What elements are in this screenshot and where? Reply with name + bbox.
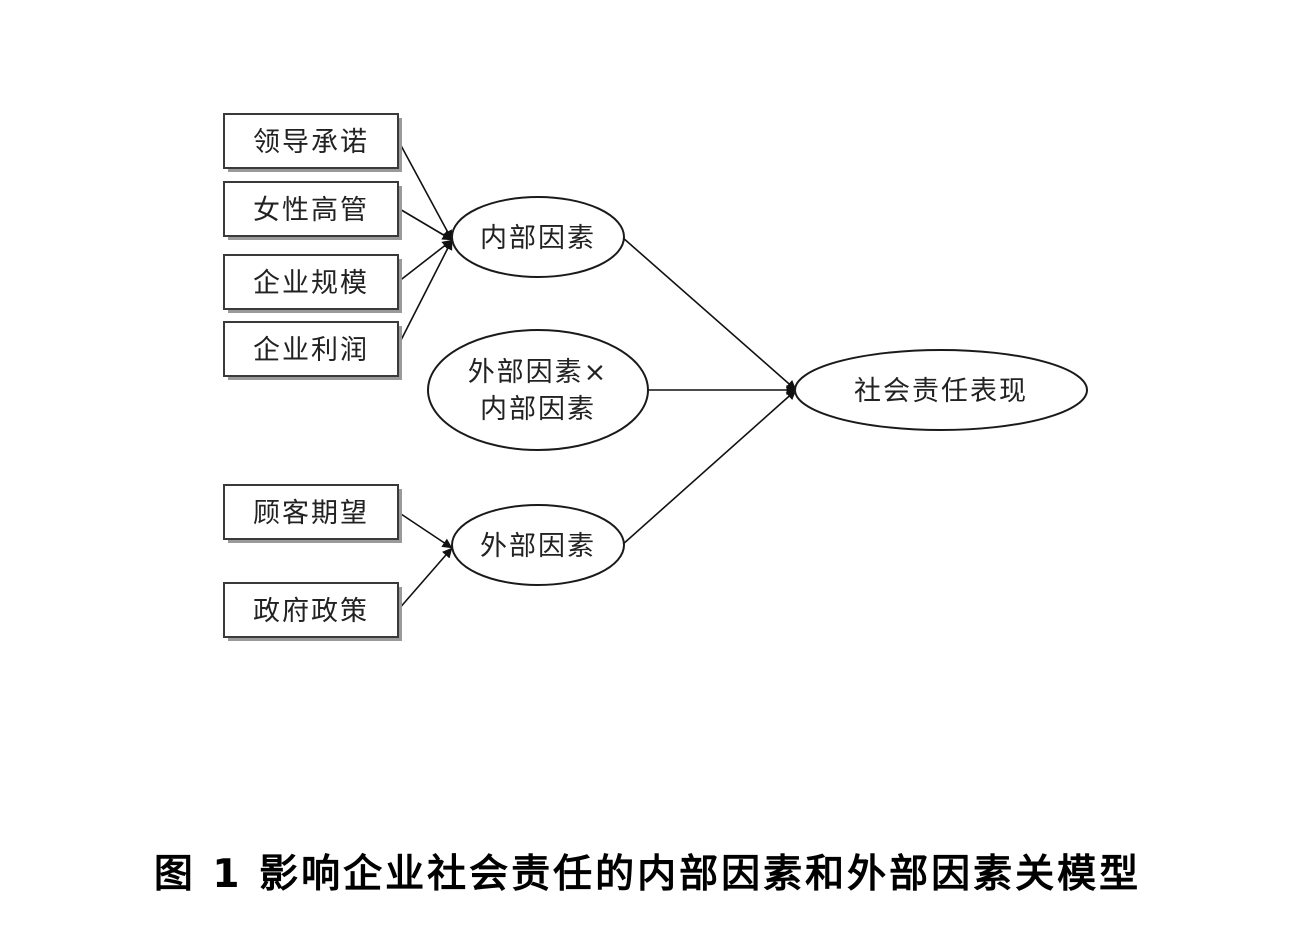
interaction-label-line1: 外部因素×	[468, 357, 609, 388]
external-factors-label: 外部因素	[480, 531, 596, 562]
factor-government-policy: 政府政策	[223, 582, 402, 641]
construct-interaction: 外部因素× 内部因素	[427, 329, 649, 451]
factor-customer-label: 顾客期望	[253, 498, 369, 529]
edge-leadership-to-internal	[397, 139, 453, 241]
edges	[397, 139, 797, 611]
factor-firm-profit: 企业利润	[223, 321, 402, 380]
factor-leadership-label: 领导承诺	[253, 127, 369, 158]
factor-female-label: 女性高管	[253, 195, 369, 226]
csr-performance-label: 社会责任表现	[854, 376, 1028, 407]
factor-size-label: 企业规模	[253, 268, 369, 299]
factor-profit-label: 企业利润	[253, 335, 369, 366]
factor-policy-label: 政府政策	[253, 596, 369, 627]
edge-policy-to-external	[397, 547, 453, 611]
factor-leadership-commitment: 领导承诺	[223, 113, 402, 172]
figure-caption: 图 1 影响企业社会责任的内部因素和外部因素关模型	[153, 852, 1142, 897]
construct-external-factors: 外部因素	[451, 504, 625, 586]
internal-factors-label: 内部因素	[480, 223, 596, 254]
edge-profit-to-internal	[397, 239, 453, 347]
edge-external-to-csr	[621, 389, 797, 546]
edge-customer-to-external	[397, 511, 453, 549]
factor-female-executives: 女性高管	[223, 181, 402, 240]
edge-female-to-internal	[397, 207, 453, 241]
factor-firm-size: 企业规模	[223, 254, 402, 313]
edge-internal-to-csr	[621, 236, 797, 391]
interaction-label-line2: 内部因素	[480, 394, 596, 425]
construct-internal-factors: 内部因素	[451, 196, 625, 278]
construct-csr-performance: 社会责任表现	[794, 349, 1088, 431]
factor-customer-expectation: 顾客期望	[223, 484, 402, 543]
edge-size-to-internal	[397, 239, 453, 283]
